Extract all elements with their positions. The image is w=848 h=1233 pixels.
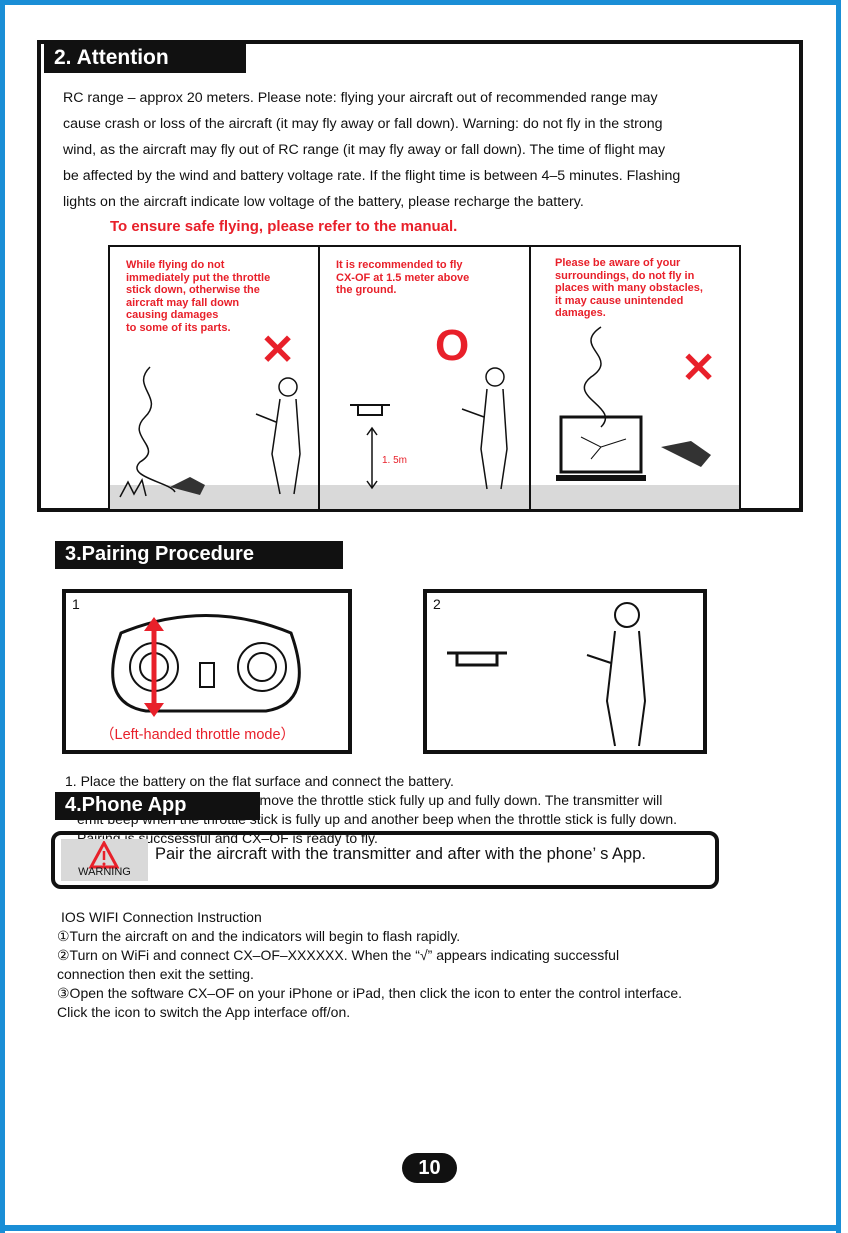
pairing-drone-illustration	[447, 602, 647, 747]
image-number: 2	[433, 596, 441, 612]
caption-line: to some of its parts.	[126, 321, 231, 334]
caption-line: damages.	[555, 307, 606, 319]
crashed-drone-illustration	[556, 326, 711, 481]
warning-label: WARNING	[78, 866, 131, 878]
attention-line: wind, as the aircraft may fly out of RC …	[63, 142, 666, 158]
warning-badge: WARNING	[61, 839, 148, 881]
attention-line: be affected by the wind and battery volt…	[63, 168, 681, 184]
pairing-step-2-image: 2	[423, 589, 707, 754]
ios-step: connection then exit the setting.	[57, 966, 254, 982]
caption-line: places with many obstacles,	[555, 282, 703, 294]
phone-app-heading: 4.Phone App	[55, 792, 260, 820]
attention-line: RC range – approx 20 meters. Please note…	[63, 90, 658, 106]
page-border-bottom	[0, 1225, 841, 1231]
attention-line: cause crash or loss of the aircraft (it …	[63, 116, 663, 132]
transmitter-illustration	[111, 614, 301, 717]
floor	[320, 485, 529, 509]
ios-step: Click the icon to switch the App interfa…	[57, 1004, 351, 1020]
warning-text: Pair the aircraft with the transmitter a…	[155, 845, 646, 863]
correct-mark-icon: O	[435, 321, 470, 370]
wrong-mark-icon: ✕	[260, 326, 296, 373]
panel-caption: It is recommended to fly CX-OF at 1.5 me…	[336, 259, 469, 297]
ios-step: ①Turn the aircraft on and the indicators…	[57, 928, 461, 944]
ios-heading: IOS WIFI Connection Instruction	[61, 909, 262, 925]
panel-caption: While flying do not immediately put the …	[126, 259, 270, 334]
attention-line: lights on the aircraft indicate low volt…	[63, 194, 584, 210]
caption-line: the ground.	[336, 284, 397, 296]
wrong-mark-icon: ✕	[681, 344, 717, 391]
caption-line: While flying do not	[126, 259, 225, 271]
page-border-top	[0, 0, 841, 5]
ios-wifi-instructions: IOS WIFI Connection Instruction ①Turn th…	[57, 908, 827, 1022]
illustration-panel-obstacles: Please be aware of your surroundings, do…	[529, 245, 741, 511]
illustration-panel-throttle: While flying do not immediately put the …	[108, 245, 320, 511]
attention-title: 2. Attention	[44, 44, 246, 73]
caption-line: aircraft may fall down	[126, 296, 240, 309]
ios-step: ②Turn on WiFi and connect CX–OF–XXXXXX. …	[57, 947, 620, 963]
attention-text: RC range – approx 20 meters. Please note…	[63, 85, 803, 215]
caption-line: immediately put the throttle	[126, 271, 271, 284]
image-number: 1	[72, 596, 80, 612]
floor	[531, 485, 739, 509]
caption-line: it may cause unintended	[555, 294, 684, 307]
page-border-right	[836, 0, 841, 1233]
warning-box: WARNING Pair the aircraft with the trans…	[51, 831, 719, 889]
page-number: 10	[402, 1153, 457, 1183]
safe-flying-note: To ensure safe flying, please refer to t…	[110, 218, 458, 235]
caption-line: causing damages	[126, 309, 219, 321]
caption-line: surroundings, do not fly in	[555, 269, 695, 282]
illustration-panel-height: It is recommended to fly CX-OF at 1.5 me…	[318, 245, 531, 511]
caption-line: CX-OF at 1.5 meter above	[336, 271, 470, 284]
pairing-step-1-image: 1 （Left-handed throttle mode）	[62, 589, 352, 754]
panel-caption: Please be aware of your surroundings, do…	[555, 257, 703, 320]
caption-line: Please be aware of your	[555, 257, 681, 269]
pairing-step: 1. Place the battery on the flat surface…	[65, 773, 454, 789]
pairing-title: 3.Pairing Procedure	[55, 541, 343, 569]
ios-step: ③Open the software CX–OF on your iPhone …	[57, 985, 682, 1001]
hovering-drone-illustration	[350, 367, 508, 490]
warning-triangle-icon	[88, 841, 120, 869]
caption-line: stick down, otherwise the	[126, 284, 260, 296]
falling-drone-illustration	[119, 366, 301, 498]
throttle-mode-caption: （Left-handed throttle mode）	[100, 727, 296, 743]
caption-line: It is recommended to fly	[336, 259, 463, 271]
page-border-left	[0, 0, 5, 1233]
height-label: 1. 5m	[382, 455, 408, 466]
